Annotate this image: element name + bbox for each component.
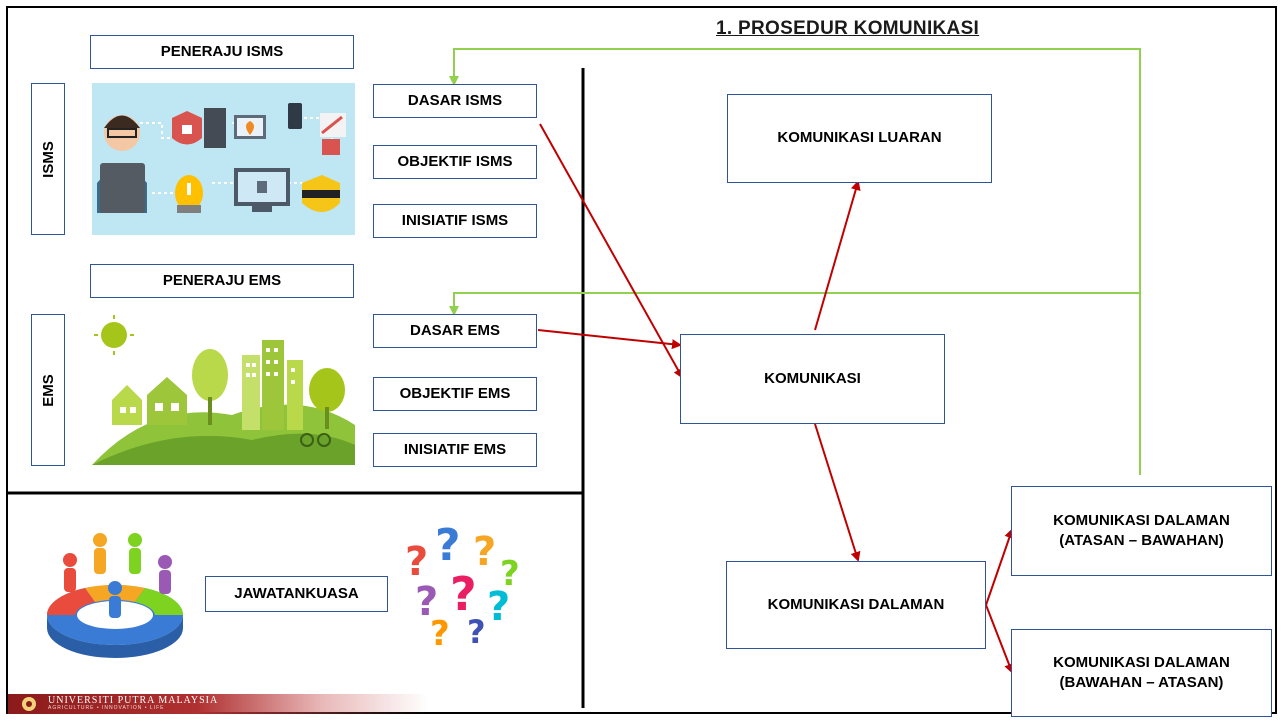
- svg-text:?: ?: [430, 614, 450, 650]
- komunikasi-luaran-box: KOMUNIKASI LUARAN: [727, 94, 992, 183]
- inisiatif-isms-box: INISIATIF ISMS: [373, 204, 537, 238]
- jawatankuasa-box: JAWATANKUASA: [205, 576, 388, 612]
- dasar-isms-box: DASAR ISMS: [373, 84, 537, 118]
- svg-text:?: ?: [500, 554, 520, 594]
- svg-text:?: ?: [467, 613, 486, 650]
- komunikasi-dalaman-bawahan-atasan-box: KOMUNIKASI DALAMAN (BAWAHAN – ATASAN): [1011, 629, 1272, 717]
- svg-text:?: ?: [450, 567, 477, 621]
- svg-text:?: ?: [473, 529, 496, 575]
- arrow-to-komunikasi-luaran: [814, 180, 861, 331]
- page-title: 1. PROSEDUR KOMUNIKASI: [716, 18, 980, 39]
- inisiatif-ems-box: INISIATIF EMS: [373, 433, 537, 467]
- arrow-dasar-ems-to-komunikasi: [537, 329, 682, 350]
- isms-leader-box: PENERAJU ISMS: [90, 35, 354, 69]
- university-name: UNIVERSITI PUTRA MALAYSIA: [48, 695, 219, 706]
- ems-leader-box: PENERAJU EMS: [90, 264, 354, 298]
- environment-illustration-icon: [92, 315, 355, 465]
- komunikasi-dalaman-box: KOMUNIKASI DALAMAN: [726, 561, 986, 649]
- university-logo-icon: [22, 697, 36, 711]
- objektif-ems-box: OBJEKTIF EMS: [373, 377, 537, 411]
- komunikasi-dalaman-atasan-bawahan-box: KOMUNIKASI DALAMAN (ATASAN – BAWAHAN): [1011, 486, 1272, 576]
- security-illustration-icon: [92, 83, 355, 235]
- arrow-to-dalaman-bawahan: [985, 604, 1014, 674]
- question-marks-illustration-icon: ? ? ? ? ? ? ? ? ?: [405, 520, 520, 650]
- arrow-to-komunikasi-dalaman: [814, 423, 861, 562]
- objektif-isms-box: OBJEKTIF ISMS: [373, 145, 537, 179]
- feedback-line-isms: [449, 48, 1141, 475]
- slide-frame: [6, 6, 1277, 714]
- ems-side-label: EMS: [39, 373, 57, 407]
- university-tagline: AGRICULTURE • INNOVATION • LIFE: [48, 705, 165, 711]
- arrow-dasar-isms-to-komunikasi: [539, 123, 683, 379]
- arrow-to-dalaman-atasan: [985, 528, 1015, 606]
- svg-text:?: ?: [435, 520, 461, 571]
- svg-text:?: ?: [487, 584, 510, 630]
- isms-side-label-box: ISMS: [31, 83, 65, 235]
- svg-text:?: ?: [405, 539, 428, 585]
- svg-text:?: ?: [415, 579, 438, 625]
- team-circle-illustration-icon: [46, 533, 184, 658]
- feedback-line-ems: [449, 292, 1140, 316]
- ems-side-label-box: EMS: [31, 314, 65, 466]
- isms-side-label: ISMS: [39, 140, 57, 178]
- university-banner: UNIVERSITI PUTRA MALAYSIA AGRICULTURE • …: [8, 694, 428, 714]
- dasar-ems-box: DASAR EMS: [373, 314, 537, 348]
- komunikasi-box: KOMUNIKASI: [680, 334, 945, 424]
